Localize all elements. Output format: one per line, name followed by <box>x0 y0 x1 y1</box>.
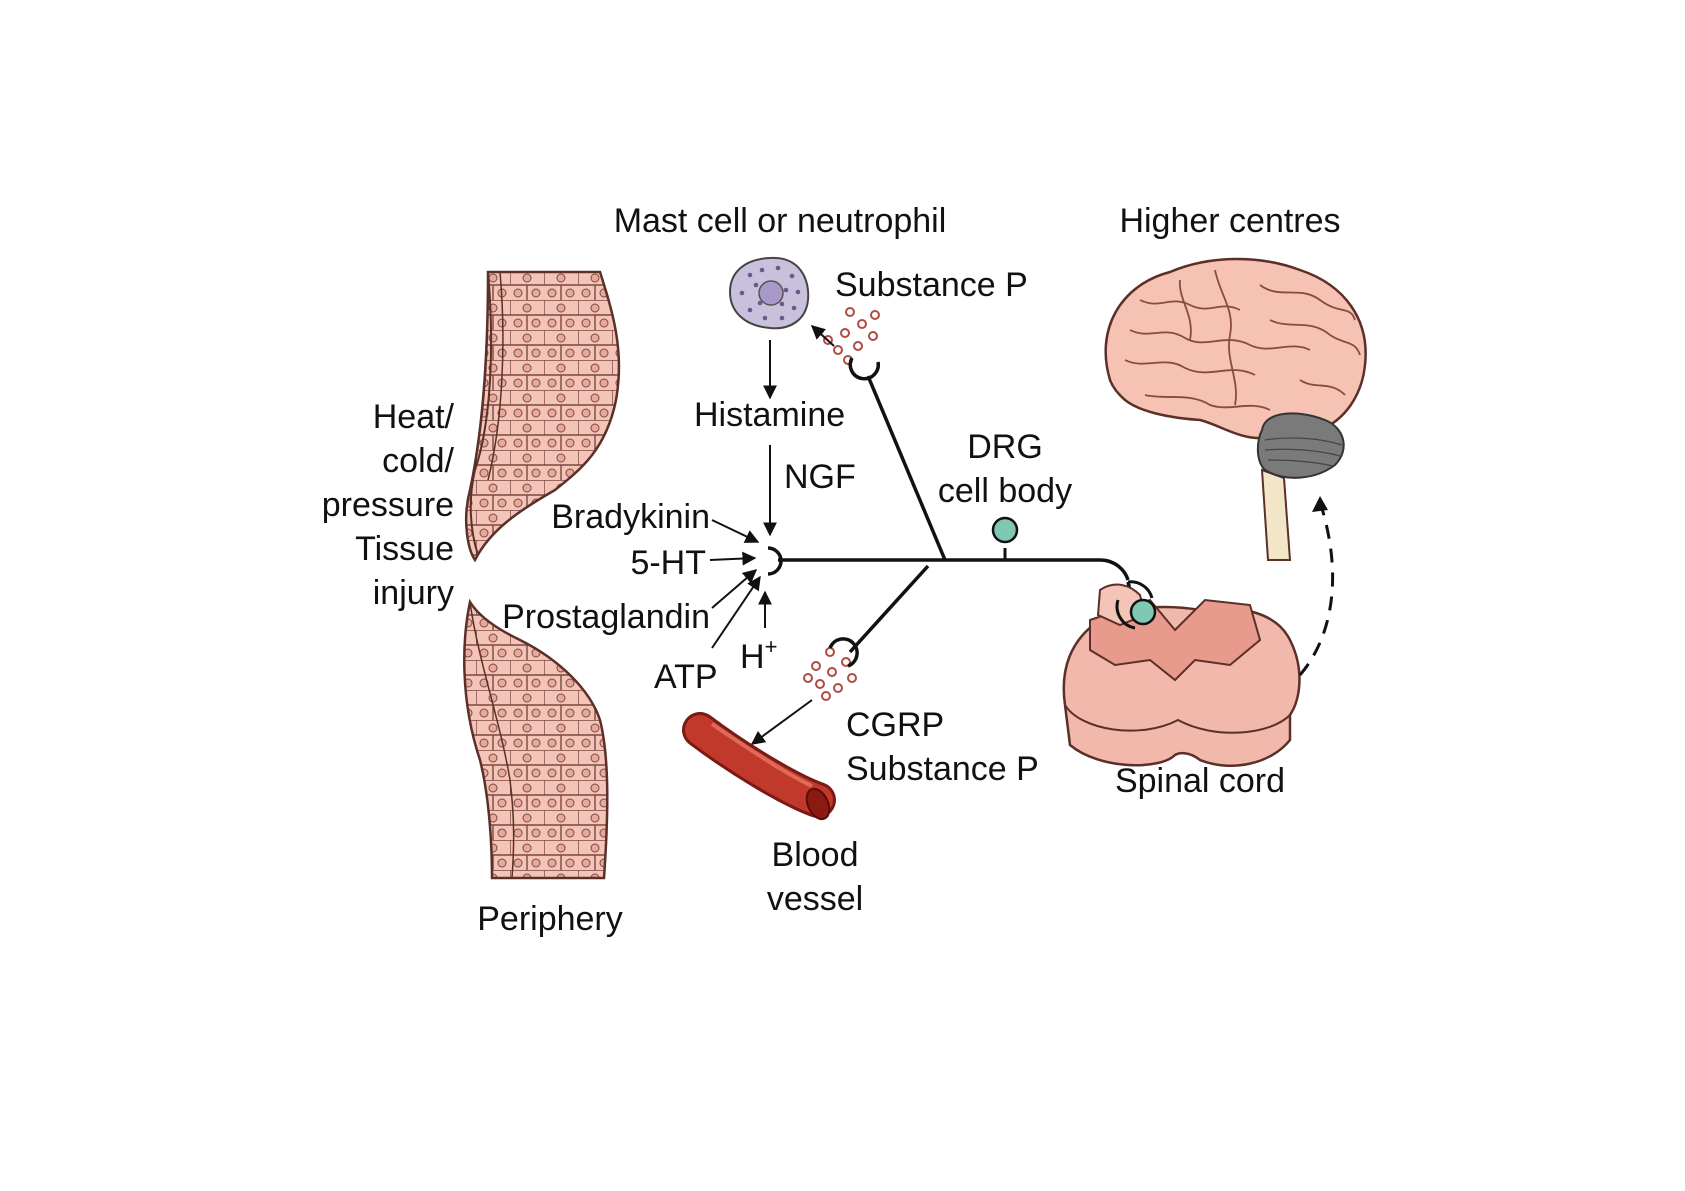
injury-label: injury <box>300 576 454 610</box>
h-plus-superscript: + <box>765 634 778 659</box>
bradykinin-label: Bradykinin <box>500 500 710 534</box>
drg-label-line2: cell body <box>920 474 1090 508</box>
brain <box>1106 259 1366 560</box>
blood-vessel <box>700 724 834 823</box>
higher-centres-label: Higher centres <box>1100 204 1360 238</box>
atp-label: ATP <box>654 660 718 694</box>
heat-label: Heat/ <box>300 400 454 434</box>
stimulus-arrows <box>710 520 765 648</box>
h-plus-label: H+ <box>740 636 777 674</box>
mast-cell <box>730 258 808 328</box>
substance-p-bottom-label: Substance P <box>846 752 1039 786</box>
substance-p-top-label: Substance P <box>835 268 1028 302</box>
ascending-pathway-arrow <box>1300 502 1333 675</box>
cgrp-granules <box>804 648 856 700</box>
cgrp-label: CGRP <box>846 708 944 742</box>
drg-cell-body <box>993 518 1017 560</box>
spinal-cord-label: Spinal cord <box>1100 764 1300 798</box>
cold-label: cold/ <box>300 444 454 478</box>
ngf-label: NGF <box>784 460 856 494</box>
five-ht-label: 5-HT <box>560 546 706 580</box>
blood-vessel-label-line2: vessel <box>750 882 880 916</box>
prostaglandin-label: Prostaglandin <box>460 600 710 634</box>
substance-p-granules-top <box>824 308 879 364</box>
spinal-cord <box>1064 582 1300 766</box>
periphery-label: Periphery <box>460 902 640 936</box>
drg-label-line1: DRG <box>940 430 1070 464</box>
mast-cell-label: Mast cell or neutrophil <box>600 204 960 238</box>
tissue-label: Tissue <box>300 532 454 566</box>
lower-tissue <box>464 602 607 878</box>
histamine-label: Histamine <box>694 398 845 432</box>
pressure-label: pressure <box>300 488 454 522</box>
blood-vessel-label-line1: Blood <box>750 838 880 872</box>
h-plus-base: H <box>740 638 765 676</box>
